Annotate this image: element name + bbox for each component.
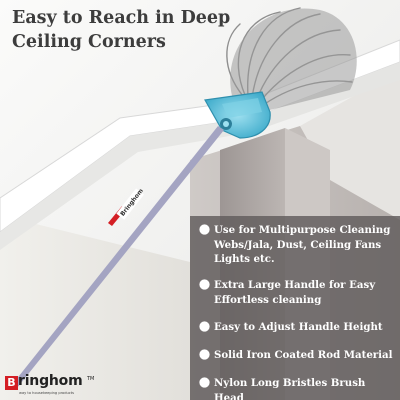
headline: Easy to Reach in Deep Ceiling Corners (12, 6, 230, 54)
check-circle-icon (199, 224, 210, 235)
check-circle-icon (199, 377, 210, 388)
feature-text: Nylon Long Bristles Brush Head (214, 377, 366, 400)
telescopic-handle (11, 126, 224, 388)
check-circle-icon (199, 349, 210, 360)
brand-logo-mark: B (5, 376, 18, 390)
feature-text: Use for Multipurpose Cleaning Webs/Jala,… (214, 224, 391, 265)
brand-trademark: TM (87, 376, 95, 382)
headline-line-1: Easy to Reach in Deep (12, 8, 231, 28)
features-panel: Use for Multipurpose Cleaning Webs/Jala,… (190, 216, 400, 400)
feature-text: Solid Iron Coated Rod Material (214, 349, 393, 361)
check-circle-icon (199, 279, 210, 290)
check-circle-icon (199, 321, 210, 332)
feature-text: Easy to Adjust Handle Height (214, 321, 383, 333)
headline-line-2: Ceiling Corners (12, 32, 166, 52)
feature-text: Extra Large Handle for Easy Effortless c… (214, 279, 376, 306)
brand-tagline: way to housekeeping products (19, 391, 75, 395)
brand-name: ringhom (18, 373, 83, 389)
brand-logo: B ringhom TM way to housekeeping product… (5, 373, 99, 397)
brush-head (204, 91, 271, 139)
